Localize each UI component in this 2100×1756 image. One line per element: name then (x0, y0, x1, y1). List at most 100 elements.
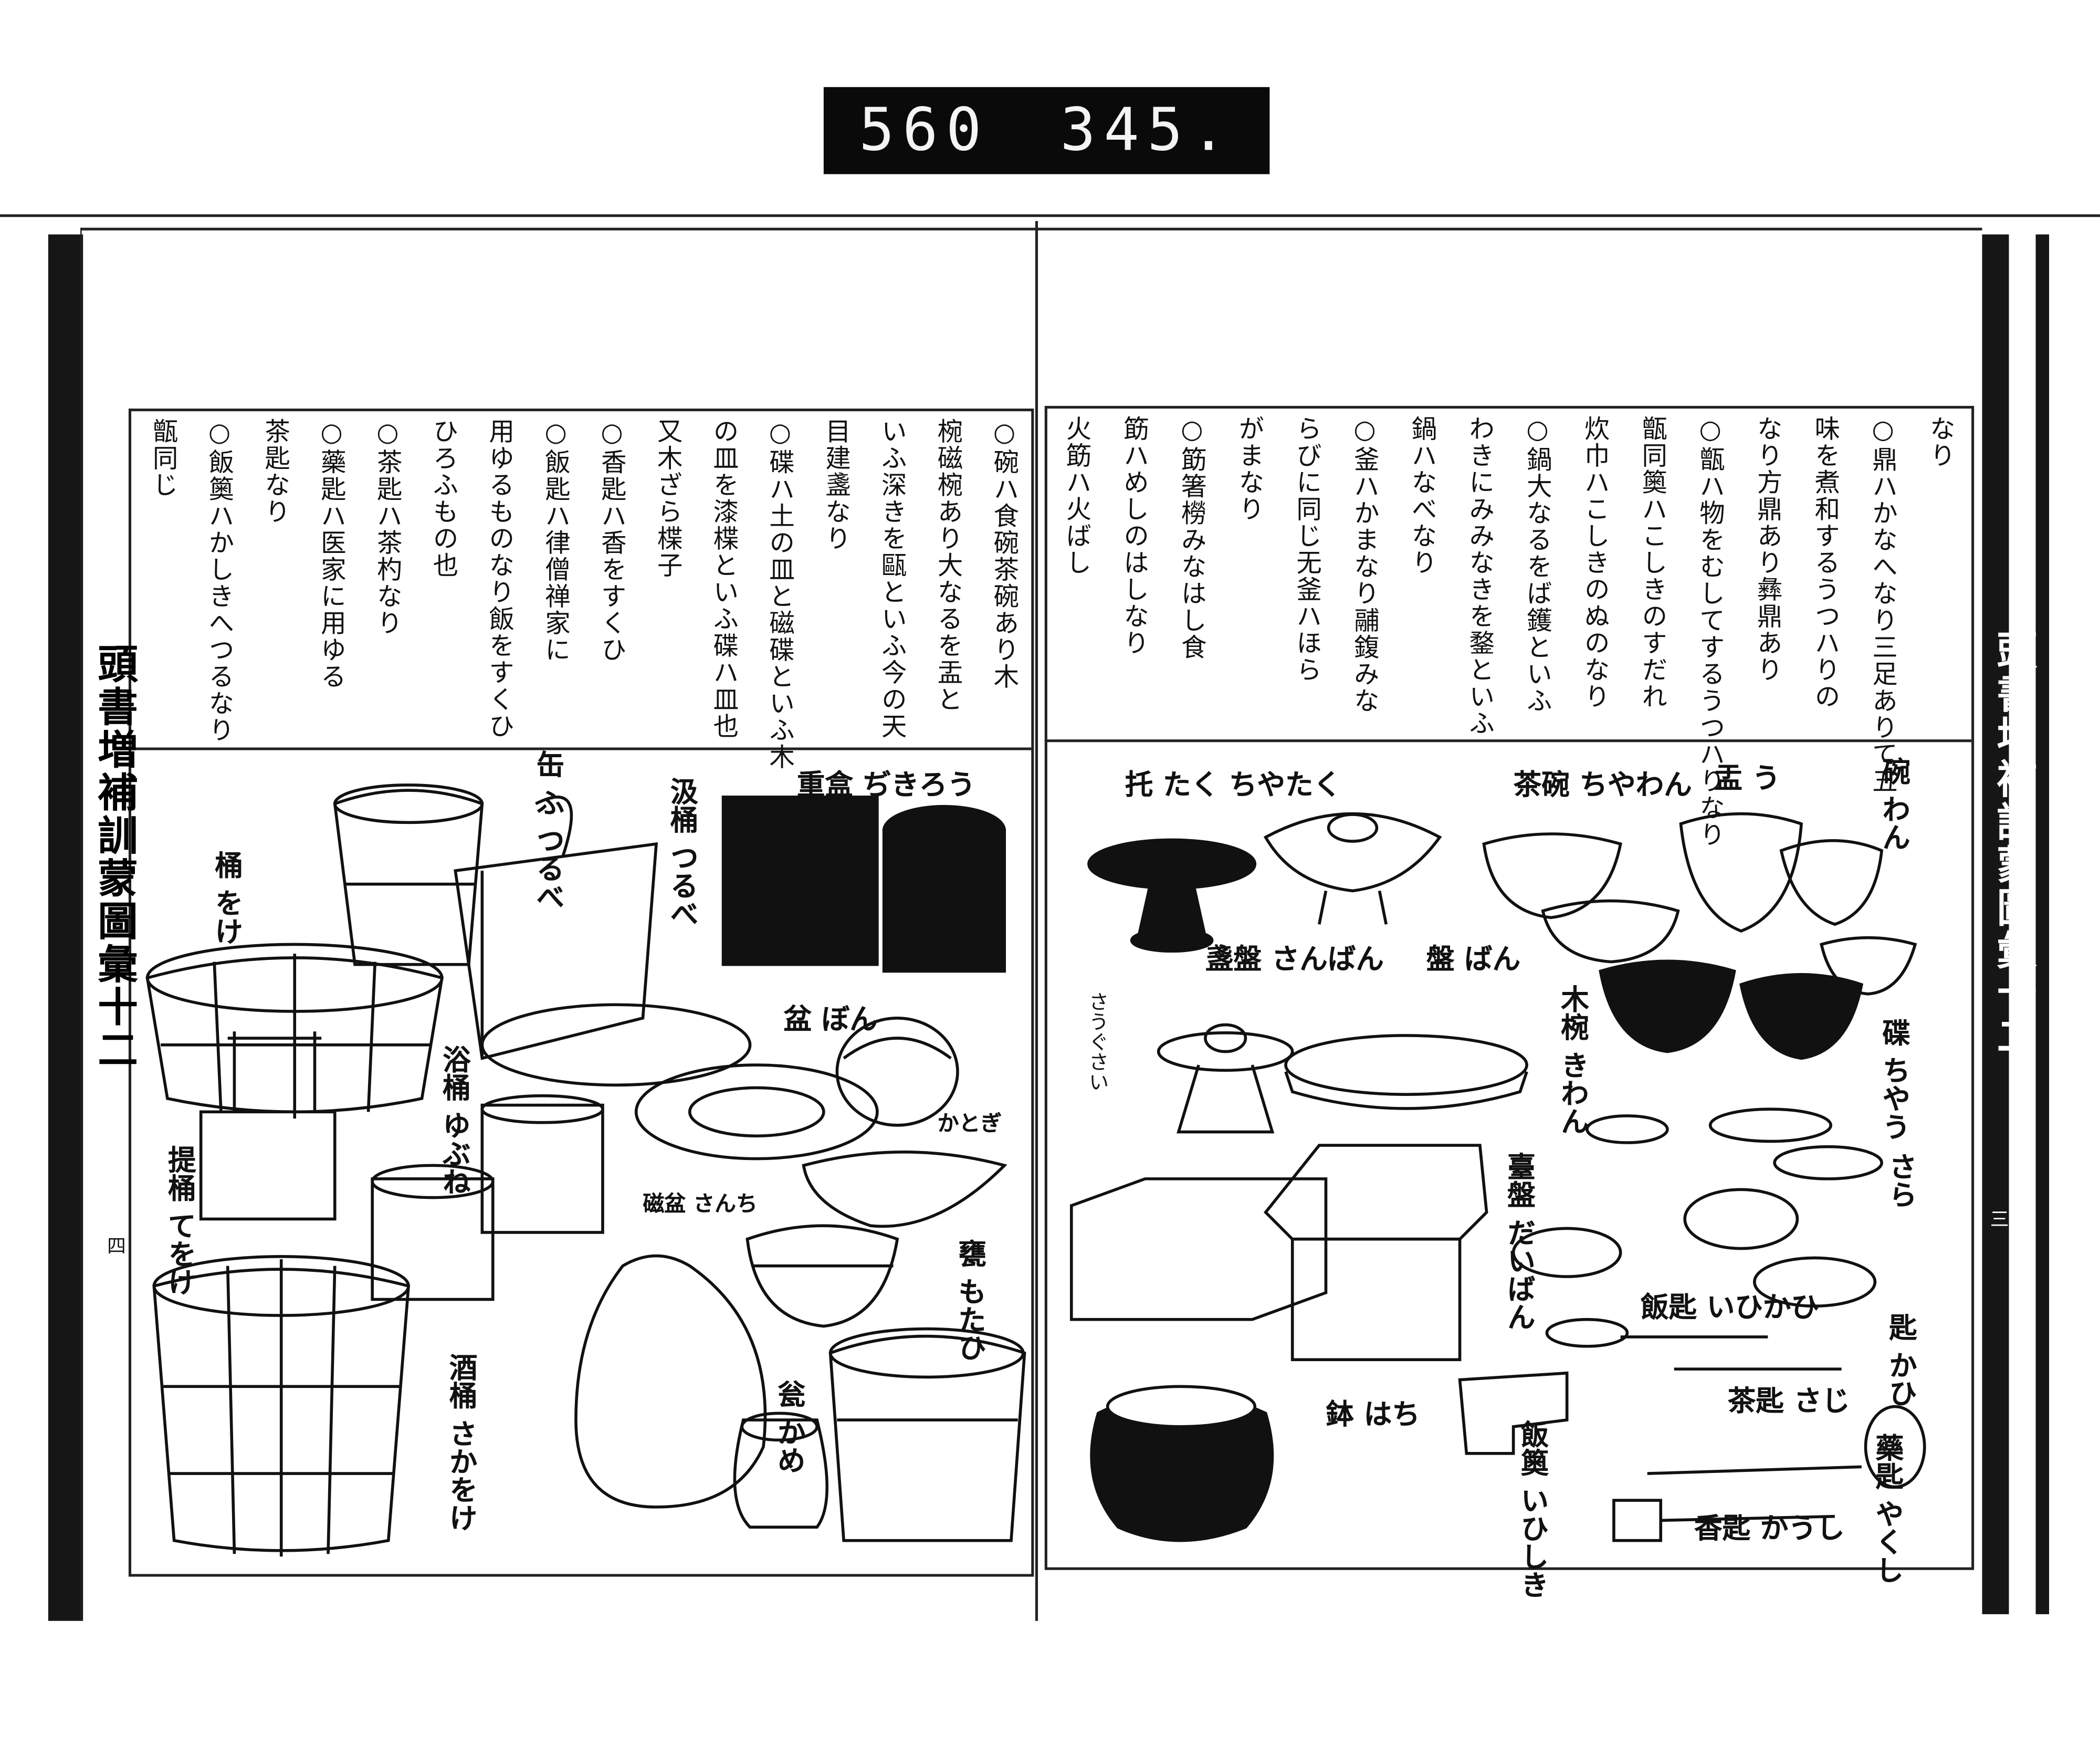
label: 木椀 きわん (1557, 984, 1591, 1135)
jar-illustration (574, 1254, 767, 1509)
label: 汲桶 つるべ (667, 777, 701, 928)
text-column: ○碗ハ食碗茶碗あり木 (989, 417, 1020, 690)
label: 臺盤 だいばん (1504, 1152, 1538, 1331)
top-edge (80, 227, 1982, 231)
label: 碗 わん (1879, 757, 1913, 851)
left-text-block: ○碗ハ食碗茶碗あり木 椀磁椀あり大なるを盂と いふ深きを甌といふ今の天 目建盞な… (145, 417, 1022, 770)
large-tub-illustration (152, 1255, 411, 1557)
label: 飯䉛 いひしき (1517, 1420, 1551, 1599)
label: 茶碗 ちやわん (1513, 767, 1692, 801)
divider-line (0, 214, 2100, 217)
text-column: わきにみみなきを鍪といふ (1465, 415, 1495, 737)
ornate-stand-illustration (1263, 812, 1442, 925)
text-column: いふ深きを甌といふ今の天 (877, 417, 907, 740)
text-column: 用ゆるものなり飯をすくひ (485, 417, 514, 740)
left-page-title: 頭書増補訓蒙圖彙十二 (89, 643, 137, 1072)
left-page-number: 四 (107, 1236, 126, 1258)
label: 桶 をけ (212, 850, 245, 945)
label: 碟 ちやう (1879, 1018, 1913, 1141)
right-edge (2035, 234, 2050, 1614)
tea-bowl-illustration (1482, 832, 1622, 919)
right-text-block: なり ○鼎ハかなへなり三足ありて五 味を煮和するうつハりの なり方鼎あり彝鼎あり… (1058, 415, 1958, 848)
text-column: ○釜ハかまなり鬴鍑みな (1350, 415, 1380, 714)
text-column: 炊巾ハこしきのぬのなり (1580, 415, 1610, 710)
text-column: 鍋ハなべなり (1408, 415, 1437, 576)
cylinder-pot-illustration (480, 1094, 604, 1234)
brazier-illustration (828, 1327, 1026, 1542)
basin-illustration (634, 1063, 879, 1161)
label: 甕 もたひ (954, 1239, 989, 1362)
left-page-edge (80, 227, 82, 1621)
text-column: 茶匙なり (260, 417, 290, 525)
text-column: の皿を漆楪といふ碟ハ皿也 (709, 417, 739, 740)
tub-illustration (145, 943, 444, 1119)
text-column: ○香匙ハ香をすくひ (597, 417, 627, 663)
text-column: らびに同じ无釜ハほら (1292, 415, 1322, 684)
label: 盤 ばん (1426, 942, 1521, 976)
text-column: 味を煮和するうつハりの (1810, 415, 1841, 710)
large-pot-illustration (1090, 1385, 1274, 1542)
text-column: 甑同䉛ハこしきのすだれ (1637, 415, 1667, 710)
counter-right: 345. (1060, 96, 1234, 165)
text-column: ○飯䉛ハかしきへつるなり (204, 417, 235, 744)
bucket-illustration (333, 783, 484, 966)
label: 重盒 ぢきろう (796, 767, 975, 801)
label: 瓮 かめ (774, 1379, 808, 1474)
gutter (1035, 221, 1038, 1621)
right-spine (1982, 234, 2009, 1614)
text-column: 椀磁椀あり大なるを盂と (933, 417, 963, 713)
label: 藥匙 やくし (1872, 1433, 1906, 1584)
plain-bowl-illustration (1541, 899, 1680, 964)
frame-counter: 560 345. (823, 87, 1270, 174)
table-stand-illustration (1263, 1144, 1488, 1362)
text-column: がまなり (1235, 415, 1265, 522)
text-column: ○鼎ハかなへなり三足ありて五 (1868, 415, 1898, 795)
text-column: 筯ハめしのはしなり (1119, 415, 1149, 656)
stacked-box-illustration (721, 796, 1006, 973)
text-column: ○茶匙ハ茶杓なり (373, 417, 403, 636)
dish-set-illustration (1511, 1107, 1883, 1308)
left-page-divider (128, 747, 1032, 750)
text-column: 目建盞なり (821, 417, 851, 552)
right-page-divider (1044, 739, 1972, 743)
square-tray-illustration (1069, 1177, 1328, 1321)
round-tray-illustration (1284, 1034, 1528, 1110)
left-spine (48, 234, 83, 1621)
label: 浴桶 ゆぶね (439, 1044, 473, 1196)
counter-left: 560 (859, 96, 990, 165)
label: 托 たく ちやたく (1125, 767, 1342, 801)
label: 提桶 てをけ (164, 1145, 198, 1296)
large-bowl-illustration (1679, 812, 1884, 933)
text-column: ○碟ハ土の皿と磁碟といふ木 (765, 417, 795, 770)
text-column: 火筯ハ火ばし (1062, 415, 1092, 576)
label: 鉢 はち (1326, 1397, 1420, 1431)
label: 盞盤 さんばん (1205, 942, 1384, 976)
label: 缶 ふ つるべ (533, 750, 567, 911)
text-column: 又木ざら楪子 (653, 417, 683, 579)
right-page-frame (1044, 405, 1975, 1570)
left-page-frame (128, 409, 1034, 1577)
label: 匙 かひ (1885, 1312, 1919, 1407)
right-page-title: 頭書増補訓蒙圖彙十二 (1989, 629, 2036, 1059)
label: 盆 ぼん (783, 1002, 878, 1036)
small-tub-illustration (371, 1164, 495, 1301)
spoons-illustration (1458, 1367, 1926, 1542)
label: 香匙 かうし (1694, 1511, 1845, 1545)
text-column: ○飯匙ハ律僧禅家に (541, 417, 571, 663)
cup-stand-illustration (1087, 838, 1257, 953)
label: さうぐさい (1086, 991, 1110, 1092)
rice-paddle-illustration (1545, 1318, 1768, 1348)
text-column: ○藥匙ハ医家に用ゆる (317, 417, 346, 690)
text-column: ひろふもの也 (429, 417, 459, 579)
text-column: ○筯箸橯みなはし食 (1177, 415, 1207, 661)
label: 酒桶 さかをけ (446, 1353, 480, 1532)
label: かとぎ (937, 1110, 1002, 1136)
lacquer-bowl-illustration (1599, 936, 1917, 1060)
label: 磁盆 さんち (643, 1190, 758, 1217)
text-column: なり (1926, 415, 1956, 469)
text-column: 甑同じ (149, 417, 178, 498)
small-jar-illustration (733, 1412, 828, 1529)
right-page-number: 三 (1990, 1209, 2009, 1231)
